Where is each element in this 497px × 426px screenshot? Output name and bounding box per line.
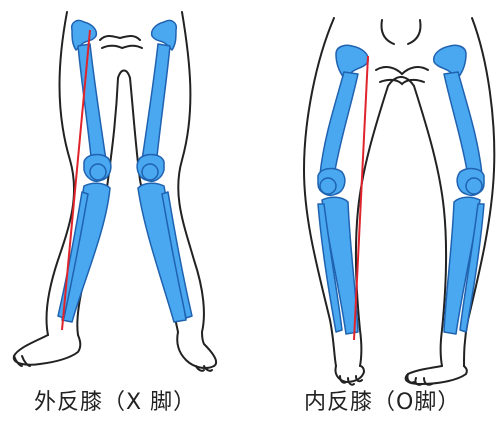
- knock-knee-left-bones: [58, 20, 111, 322]
- knock-knee-caption: 外反膝（X 脚）: [34, 384, 196, 416]
- knock-knee-right-bones: [137, 20, 192, 322]
- knock-knee-figure: [14, 12, 216, 371]
- bow-legs-axis-line: [354, 56, 368, 340]
- knock-knee-pelvis: [100, 36, 142, 48]
- left-femur: [320, 72, 358, 176]
- bow-legs-caption: 内反膝（O脚）: [304, 384, 460, 416]
- bow-legs-figure: [304, 18, 494, 385]
- bow-legs-pelvis: [376, 20, 428, 84]
- right-femur: [444, 72, 482, 176]
- right-femur: [142, 44, 170, 166]
